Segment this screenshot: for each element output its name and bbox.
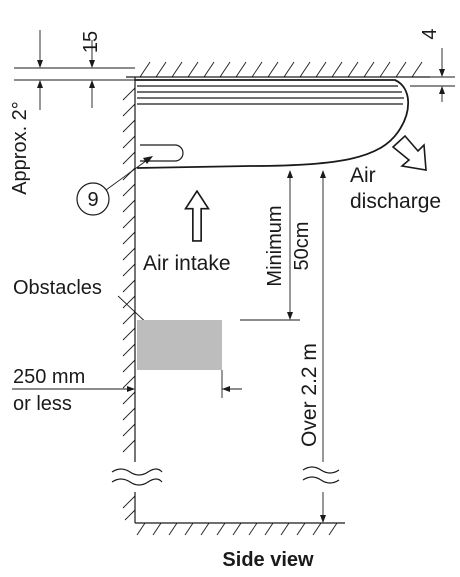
air-intake-arrow xyxy=(184,190,210,242)
air-discharge-label-2: discharge xyxy=(350,190,441,213)
minimum-label-1: Minimum xyxy=(264,205,286,286)
indoor-unit xyxy=(135,79,410,169)
dim-4-label: 4 xyxy=(419,28,441,39)
dim-15-label: 15 xyxy=(80,31,102,53)
obstacle-clearance-dimension xyxy=(12,370,242,398)
wall xyxy=(111,77,163,523)
approx-angle-label: Approx. 2° xyxy=(9,101,31,195)
minimum-label-2: 50cm xyxy=(291,222,313,271)
air-intake-label: Air intake xyxy=(143,252,231,275)
obstacle-block xyxy=(137,320,222,370)
part-number-label: 9 xyxy=(87,189,98,211)
clearance-label-1: 250 mm xyxy=(13,366,85,388)
obstacles-label: Obstacles xyxy=(13,277,102,299)
floor xyxy=(135,522,345,536)
part-9-callout: 9 xyxy=(76,156,153,216)
clearance-label-2: or less xyxy=(13,393,72,415)
dimension-4: 4 xyxy=(410,28,455,102)
height-dimension: Over 2.2 m xyxy=(298,170,340,523)
dimension-15: 15 xyxy=(78,31,135,108)
angle-dimension: Approx. 2° xyxy=(9,30,78,195)
ceiling xyxy=(126,61,430,78)
over-height-label: Over 2.2 m xyxy=(298,343,321,447)
air-discharge-arrow xyxy=(391,134,427,171)
caption: Side view xyxy=(222,549,314,571)
air-discharge-label-1: Air xyxy=(350,164,376,187)
minimum-clearance-dimension: Minimum 50cm xyxy=(240,170,313,321)
